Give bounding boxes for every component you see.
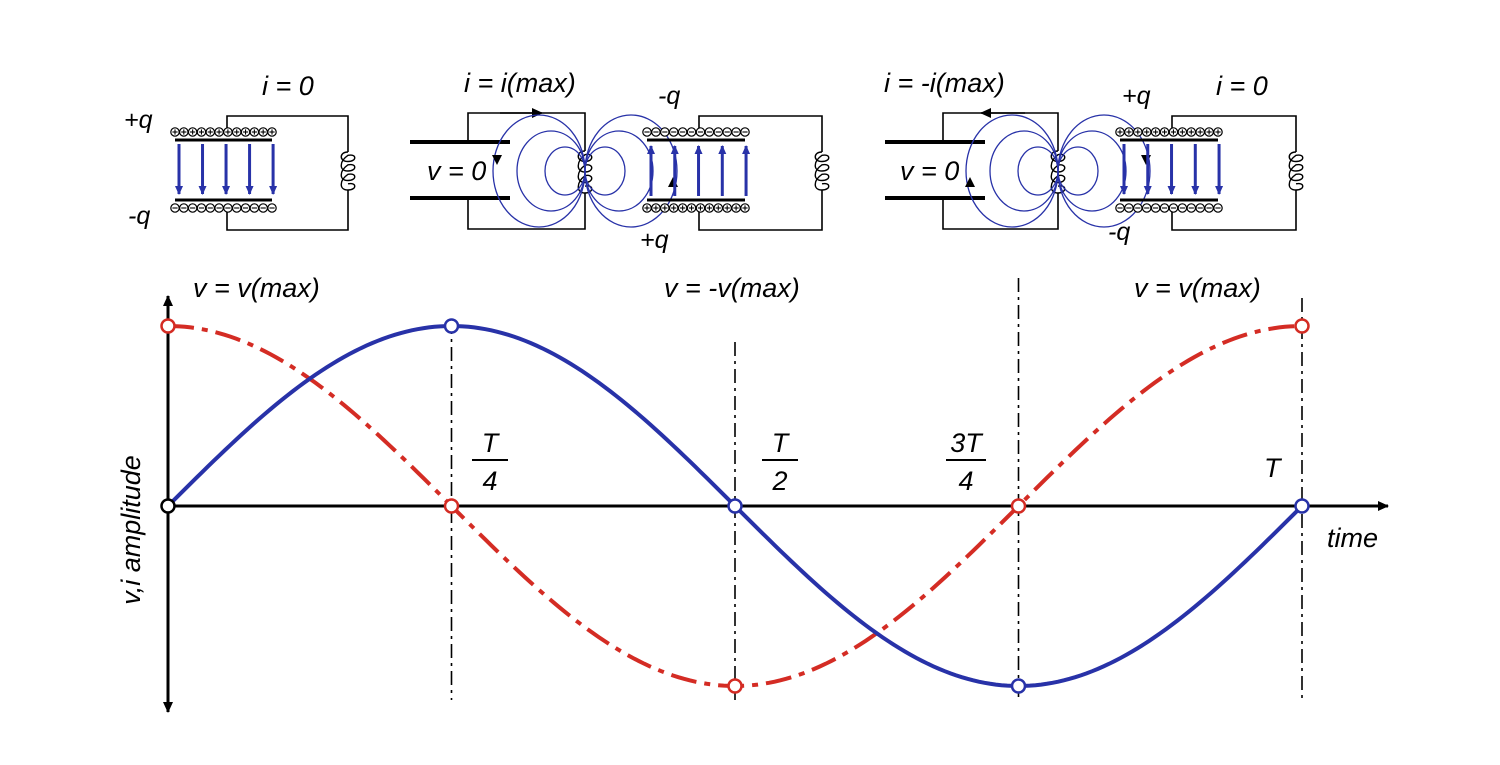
circuit-4-top-charge: +q — [1122, 82, 1151, 110]
wire-bottom — [1171, 190, 1297, 231]
tick-half: T 2 — [762, 428, 798, 496]
circuit-0-current-label: i = 0 — [262, 71, 314, 101]
wire-top — [467, 112, 586, 151]
circuit-1-voltage-label: v = 0 — [427, 156, 486, 186]
circuit-3-current-label: i = -i(max) — [884, 68, 1005, 98]
series-1-point-2 — [727, 498, 743, 514]
inductor-icon — [340, 151, 356, 191]
circuit-1 — [410, 108, 678, 230]
circuit-2 — [642, 115, 830, 231]
voltage-label-0: v = v(max) — [193, 273, 320, 303]
x-axis-label: time — [1327, 523, 1378, 553]
wire-bottom — [467, 193, 586, 230]
series-1-point-4 — [1294, 498, 1310, 514]
voltage-label-2: v = v(max) — [1134, 273, 1261, 303]
bottom-charges — [642, 203, 750, 213]
series-0-point-0 — [160, 318, 176, 334]
tick-quarter-num: T — [482, 428, 501, 458]
tick-three-quarter-den: 4 — [958, 466, 973, 496]
series-1-point-1 — [443, 318, 460, 334]
wire-top — [942, 112, 1059, 151]
top-charges — [170, 127, 277, 137]
inductor-icon — [1288, 151, 1304, 191]
tick-quarter: T 4 — [472, 428, 508, 496]
series-0-point-1 — [443, 498, 460, 514]
series-1-point-3 — [1010, 678, 1027, 694]
wire-bottom — [226, 190, 349, 231]
magnetic-field-loop-icon — [492, 114, 678, 228]
top-charges — [1115, 127, 1223, 137]
tick-quarter-den: 4 — [482, 466, 497, 496]
wire-top — [226, 115, 349, 152]
wire-bottom — [942, 193, 1059, 230]
wire-bottom — [698, 190, 823, 231]
circuit-2-top-charge: -q — [658, 82, 680, 110]
circuit-4-bottom-charge: -q — [1108, 218, 1130, 246]
bottom-charges — [170, 203, 277, 213]
circuit-3-voltage-label: v = 0 — [900, 156, 959, 186]
magnetic-field-loop-icon — [965, 114, 1151, 228]
series-0-point-3 — [1010, 498, 1027, 514]
circuit-1-current-label: i = i(max) — [464, 68, 576, 98]
tick-three-quarter: 3T 4 — [946, 428, 986, 496]
circuit-0-bottom-charge: -q — [128, 202, 150, 230]
inductor-icon — [814, 151, 830, 191]
voltage-label-1: v = -v(max) — [664, 273, 800, 303]
electric-field-arrow-icon — [647, 145, 751, 196]
circuit-3 — [885, 108, 1151, 230]
origin-point — [160, 498, 176, 514]
top-charges — [642, 127, 750, 137]
tick-three-quarter-num: 3T — [950, 428, 984, 458]
chart-layer — [160, 278, 1389, 713]
circuits-layer: i = 0 +q -q i = i(max) v = 0 -q +q i = -i(max) v… — [124, 68, 1304, 254]
electric-field-arrow-icon — [175, 144, 278, 195]
series-0-point-2 — [727, 678, 743, 694]
bottom-charges — [1115, 203, 1223, 213]
tick-period: T — [1264, 453, 1283, 483]
circuit-0 — [170, 115, 356, 231]
tick-half-num: T — [772, 428, 791, 458]
wire-top — [1171, 115, 1297, 152]
tick-half-den: 2 — [771, 466, 787, 496]
circuit-0-top-charge: +q — [124, 106, 153, 134]
wire-top — [698, 115, 823, 152]
circuit-4-current-label: i = 0 — [1216, 71, 1268, 101]
circuit-4 — [1115, 115, 1304, 231]
series-0-point-4 — [1294, 318, 1310, 334]
circuit-2-bottom-charge: +q — [640, 226, 669, 254]
y-axis-label: v,i amplitude — [116, 455, 146, 605]
electric-field-arrow-icon — [1120, 144, 1224, 195]
